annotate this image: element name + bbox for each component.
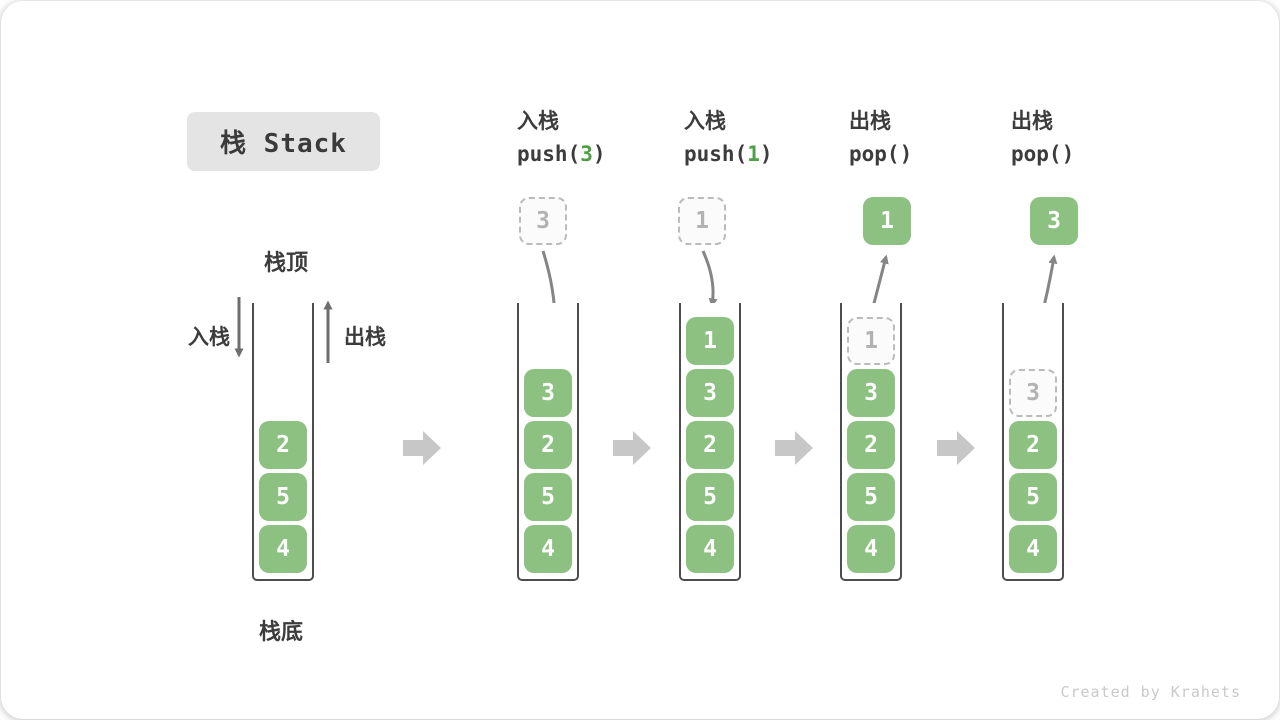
operation-code-pre: push(: [684, 142, 748, 166]
right-block-arrow-icon: [613, 431, 651, 465]
stack-cell: 3: [524, 369, 572, 417]
stack-cell: 4: [524, 525, 572, 573]
stack-cell: 5: [259, 473, 307, 521]
operation-label: 入栈 push(1): [684, 105, 773, 171]
operation-label-zh: 入栈: [684, 110, 726, 133]
operation-code-pre: pop(): [849, 142, 913, 166]
stack-cell: 2: [259, 421, 307, 469]
operation-code-pre: push(: [517, 142, 581, 166]
stack-bottom-label: 栈底: [259, 619, 304, 644]
stack-cell: 5: [524, 473, 572, 521]
stack-cell: 4: [1009, 525, 1057, 573]
stack-cell: 3: [847, 369, 895, 417]
operation-code-post: ): [759, 142, 773, 166]
title-box: 栈 Stack: [187, 112, 380, 171]
pop-side-label: 出栈: [344, 326, 386, 349]
stack-cell: 1: [686, 317, 734, 365]
page-title: 栈 Stack: [220, 129, 347, 159]
stack-cell: 3: [686, 369, 734, 417]
right-block-arrow-icon: [775, 431, 813, 465]
stack-cell-ghost: 1: [847, 317, 895, 365]
operation-label-zh: 出栈: [849, 110, 891, 133]
operation-code: push(3): [517, 138, 606, 171]
operation-label: 入栈 push(3): [517, 105, 606, 171]
right-block-arrow-icon: [937, 431, 975, 465]
operation-label: 出栈 pop(): [1011, 105, 1074, 171]
operation-code-pre: pop(): [1011, 142, 1075, 166]
stack-cell: 4: [847, 525, 895, 573]
operation-code: pop(): [849, 138, 912, 171]
stack-cell: 2: [847, 421, 895, 469]
watermark: Created by Krahets: [1060, 683, 1241, 701]
operation-code: pop(): [1011, 138, 1074, 171]
operation-label-zh: 入栈: [517, 110, 559, 133]
right-block-arrow-icon: [403, 431, 441, 465]
stack-cell: 5: [686, 473, 734, 521]
operation-code-arg: 1: [747, 142, 760, 166]
operation-code-post: ): [592, 142, 606, 166]
stack-cell: 5: [1009, 473, 1057, 521]
floating-element-popped: 1: [863, 197, 911, 245]
operation-code: push(1): [684, 138, 773, 171]
floating-element-popped: 3: [1030, 197, 1078, 245]
operation-label-zh: 出栈: [1011, 110, 1053, 133]
operation-label: 出栈 pop(): [849, 105, 912, 171]
push-side-label: 入栈: [188, 326, 230, 349]
operation-code-arg: 3: [580, 142, 593, 166]
floating-element-pushed: 3: [519, 197, 567, 245]
stack-cell: 2: [524, 421, 572, 469]
stack-cell: 2: [1009, 421, 1057, 469]
stack-cell: 5: [847, 473, 895, 521]
stack-cell: 2: [686, 421, 734, 469]
stack-cell: 4: [259, 525, 307, 573]
stack-cell: 4: [686, 525, 734, 573]
stack-cell-ghost: 3: [1009, 369, 1057, 417]
stack-top-label: 栈顶: [264, 250, 309, 275]
floating-element-pushed: 1: [678, 197, 726, 245]
